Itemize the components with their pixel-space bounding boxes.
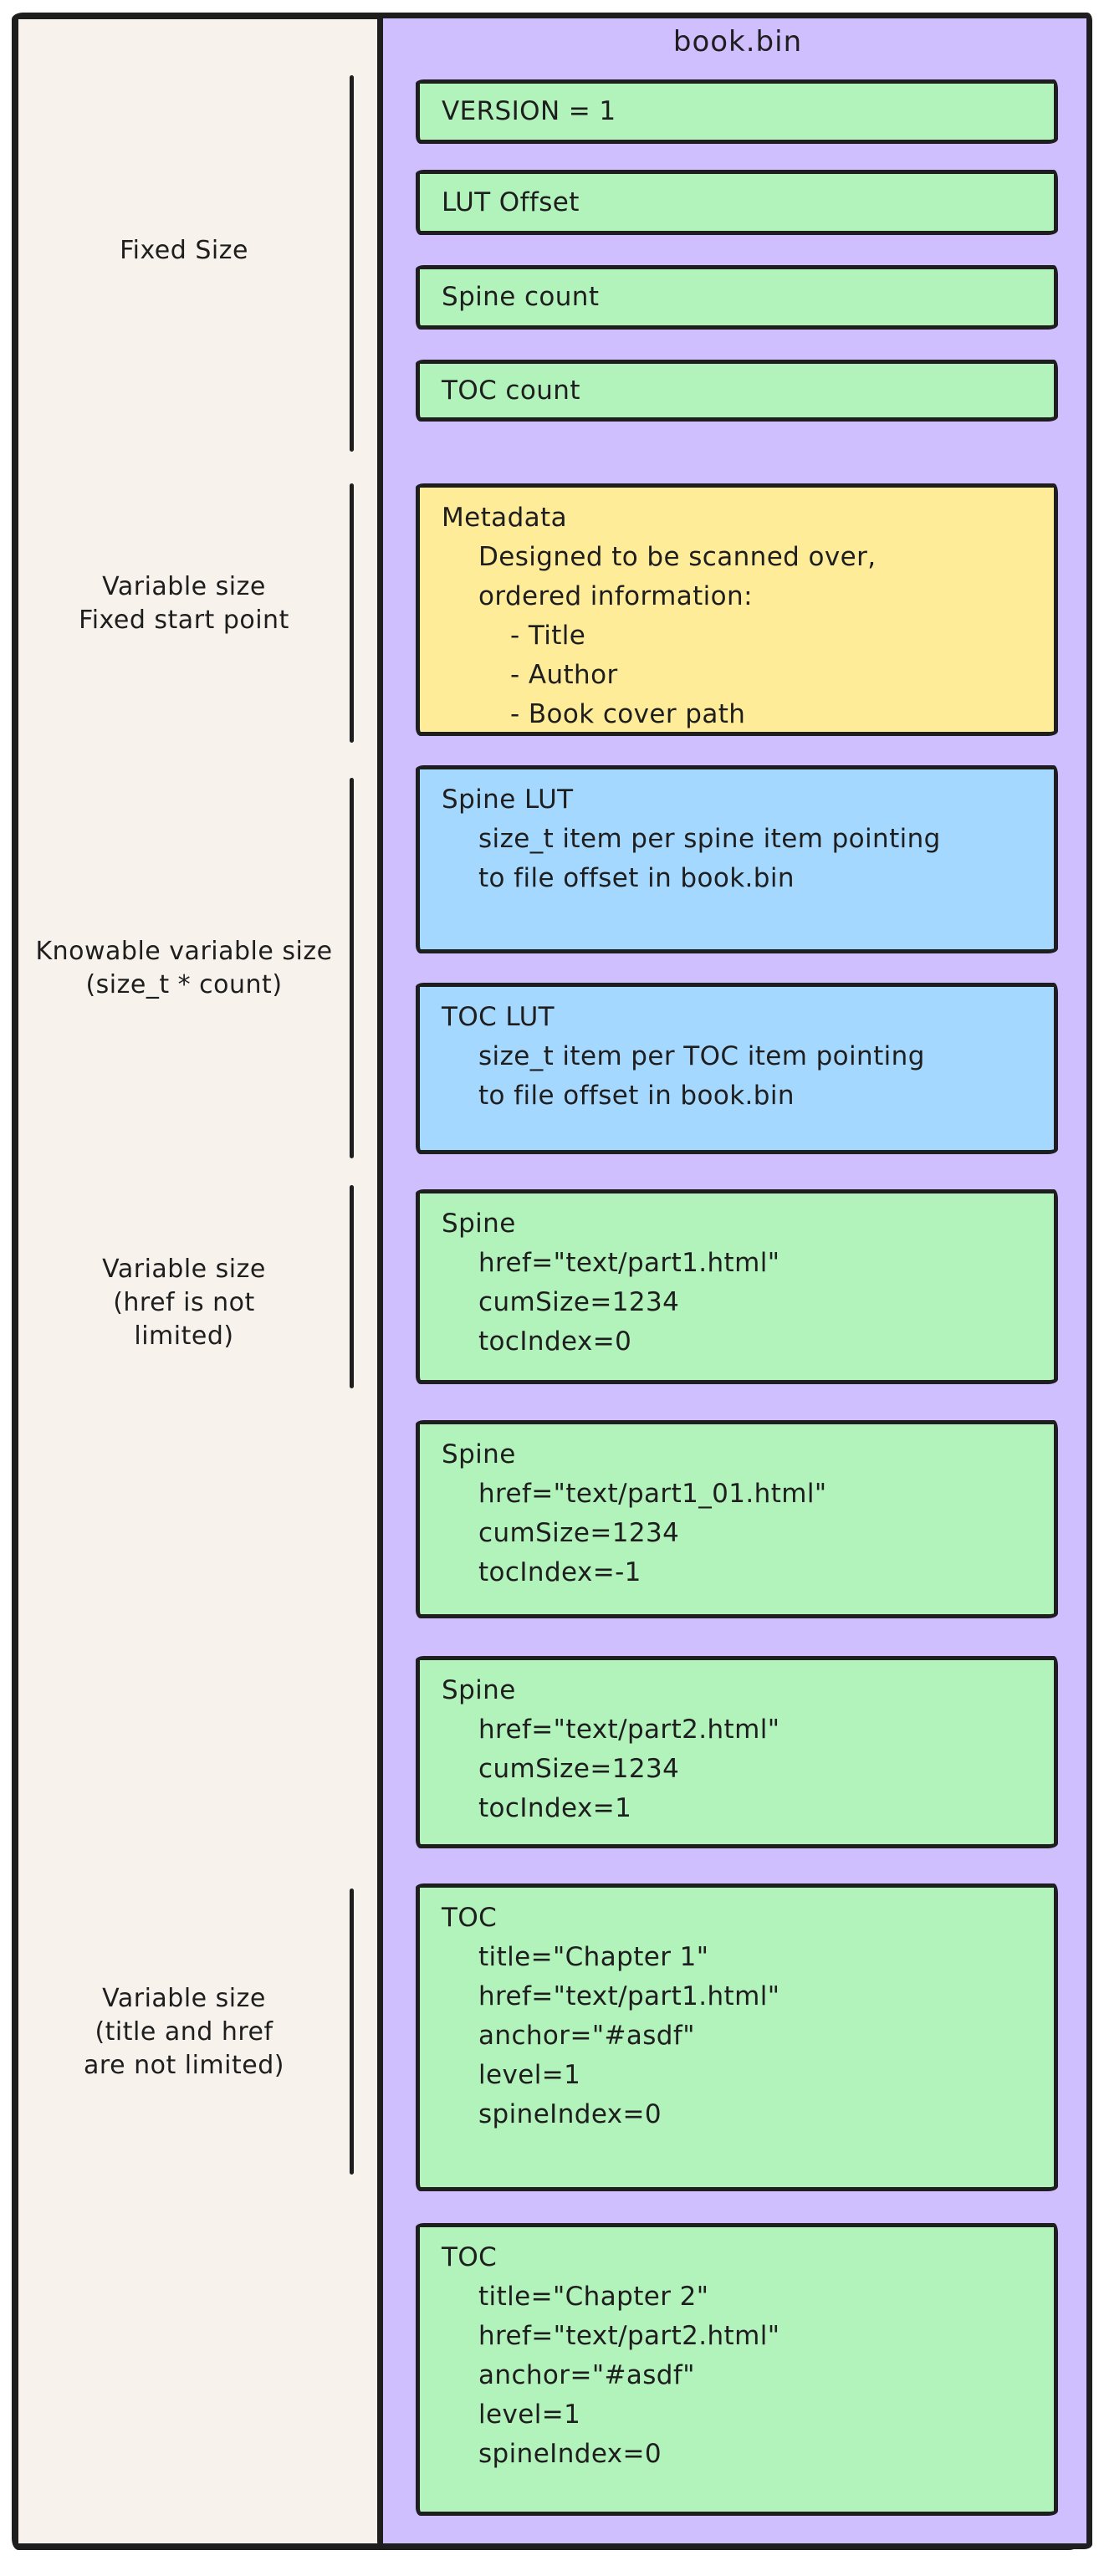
section-label-line: (size_t * count) [85,970,283,999]
memory-box-line: anchor="#asdf" [478,2021,695,2051]
memory-box-line: size_t item per TOC item pointing [478,1041,925,1071]
memory-box-line: TOC LUT [442,1002,555,1032]
memory-box-line: href="text/part2.html" [478,2321,780,2351]
section-label-line: Fixed start point [79,606,289,635]
memory-box-line: href="text/part2.html" [478,1715,780,1745]
section-label-fixed-size: Fixed Size [17,234,351,268]
memory-box-line: to file offset in book.bin [478,863,795,893]
memory-box-line: cumSize=1234 [478,1754,680,1784]
memory-box-toc-count: TOC count [416,360,1058,422]
memory-box-spine-lut: Spine LUT size_t item per spine item poin… [416,765,1058,953]
section-bracket-knowable-variable-size [350,778,354,1158]
section-bracket-variable-size-title-href [350,1889,354,2175]
memory-box-line: LUT Offset [442,187,580,217]
memory-box-toc-lut: TOC LUT size_t item per TOC item pointing… [416,983,1058,1154]
memory-box-line: href="text/part1.html" [478,1981,780,2011]
memory-box-line: size_t item per spine item pointing [478,824,941,854]
memory-box-lut-offset: LUT Offset [416,170,1058,235]
memory-box-line: level=1 [478,2400,581,2430]
memory-box-version: VERSION = 1 [416,79,1058,144]
memory-box-line: cumSize=1234 [478,1287,680,1317]
section-label-line: Knowable variable size [35,937,333,966]
memory-box-line: to file offset in book.bin [478,1081,795,1111]
memory-box-line: Spine count [442,282,600,312]
memory-box-line: ordered information: [478,581,753,611]
memory-box-line: spineIndex=0 [478,2439,662,2469]
memory-box-line: tocIndex=-1 [478,1557,641,1587]
memory-box-line: href="text/part1_01.html" [478,1479,827,1509]
memory-box-line: - Title [510,621,586,651]
section-label-knowable-variable-size: Knowable variable size (size_t * count) [17,935,351,1002]
memory-box-toc-1: TOC title="Chapter 1" href="text/part1.htm… [416,1883,1058,2191]
memory-box-line: spineIndex=0 [478,2099,662,2129]
memory-box-line: tocIndex=1 [478,1793,632,1823]
memory-box-line: Designed to be scanned over, [478,542,877,572]
section-label-line: (title and href [95,2017,273,2047]
memory-box-line: Spine [442,1439,516,1469]
memory-box-line: cumSize=1234 [478,1518,680,1548]
memory-box-line: title="Chapter 2" [478,2282,709,2312]
section-label-line: (href is not [113,1288,255,1317]
memory-box-line: Spine [442,1209,516,1239]
section-bracket-fixed-size [350,75,354,452]
memory-box-spine-1: Spine href="text/part1.html" cumSize=1234 t… [416,1189,1058,1384]
memory-box-spine-2: Spine href="text/part1_01.html" cumSize=12… [416,1420,1058,1618]
section-label-line: Variable size [102,1984,266,2013]
memory-box-line: - Book cover path [510,699,746,729]
section-label-line: limited) [134,1321,234,1351]
section-bracket-variable-size-fixed-start [350,483,354,743]
memory-box-line: href="text/part1.html" [478,1248,780,1278]
memory-box-line: - Author [510,660,618,690]
memory-box-line: anchor="#asdf" [478,2360,695,2390]
memory-box-spine-3: Spine href="text/part2.html" cumSize=1234 t… [416,1656,1058,1848]
memory-box-line: title="Chapter 1" [478,1942,709,1972]
section-label-line: Fixed Size [120,236,248,265]
memory-box-line: level=1 [478,2060,581,2090]
memory-box-line: tocIndex=0 [478,1326,632,1357]
section-label-line: are not limited) [84,2051,284,2080]
memory-box-line: TOC [442,2242,498,2272]
file-panel-title: book.bin [672,25,803,59]
memory-box-spine-count: Spine count [416,265,1058,330]
memory-box-line: TOC count [442,375,580,406]
memory-box-line: Metadata [442,503,567,533]
section-label-line: Variable size [102,572,266,601]
memory-box-toc-2: TOC title="Chapter 2" href="text/part2.htm… [416,2223,1058,2516]
memory-box-line: Spine [442,1675,516,1705]
memory-box-line: VERSION = 1 [442,96,616,126]
section-label-line: Variable size [102,1255,266,1284]
memory-box-line: Spine LUT [442,785,574,815]
section-label-variable-size-title-href: Variable size (title and href are not limi… [17,1982,351,2083]
section-bracket-variable-size-href [350,1185,354,1388]
memory-box-line: TOC [442,1903,498,1933]
section-label-variable-size-href: Variable size (href is not limited) [17,1253,351,1353]
